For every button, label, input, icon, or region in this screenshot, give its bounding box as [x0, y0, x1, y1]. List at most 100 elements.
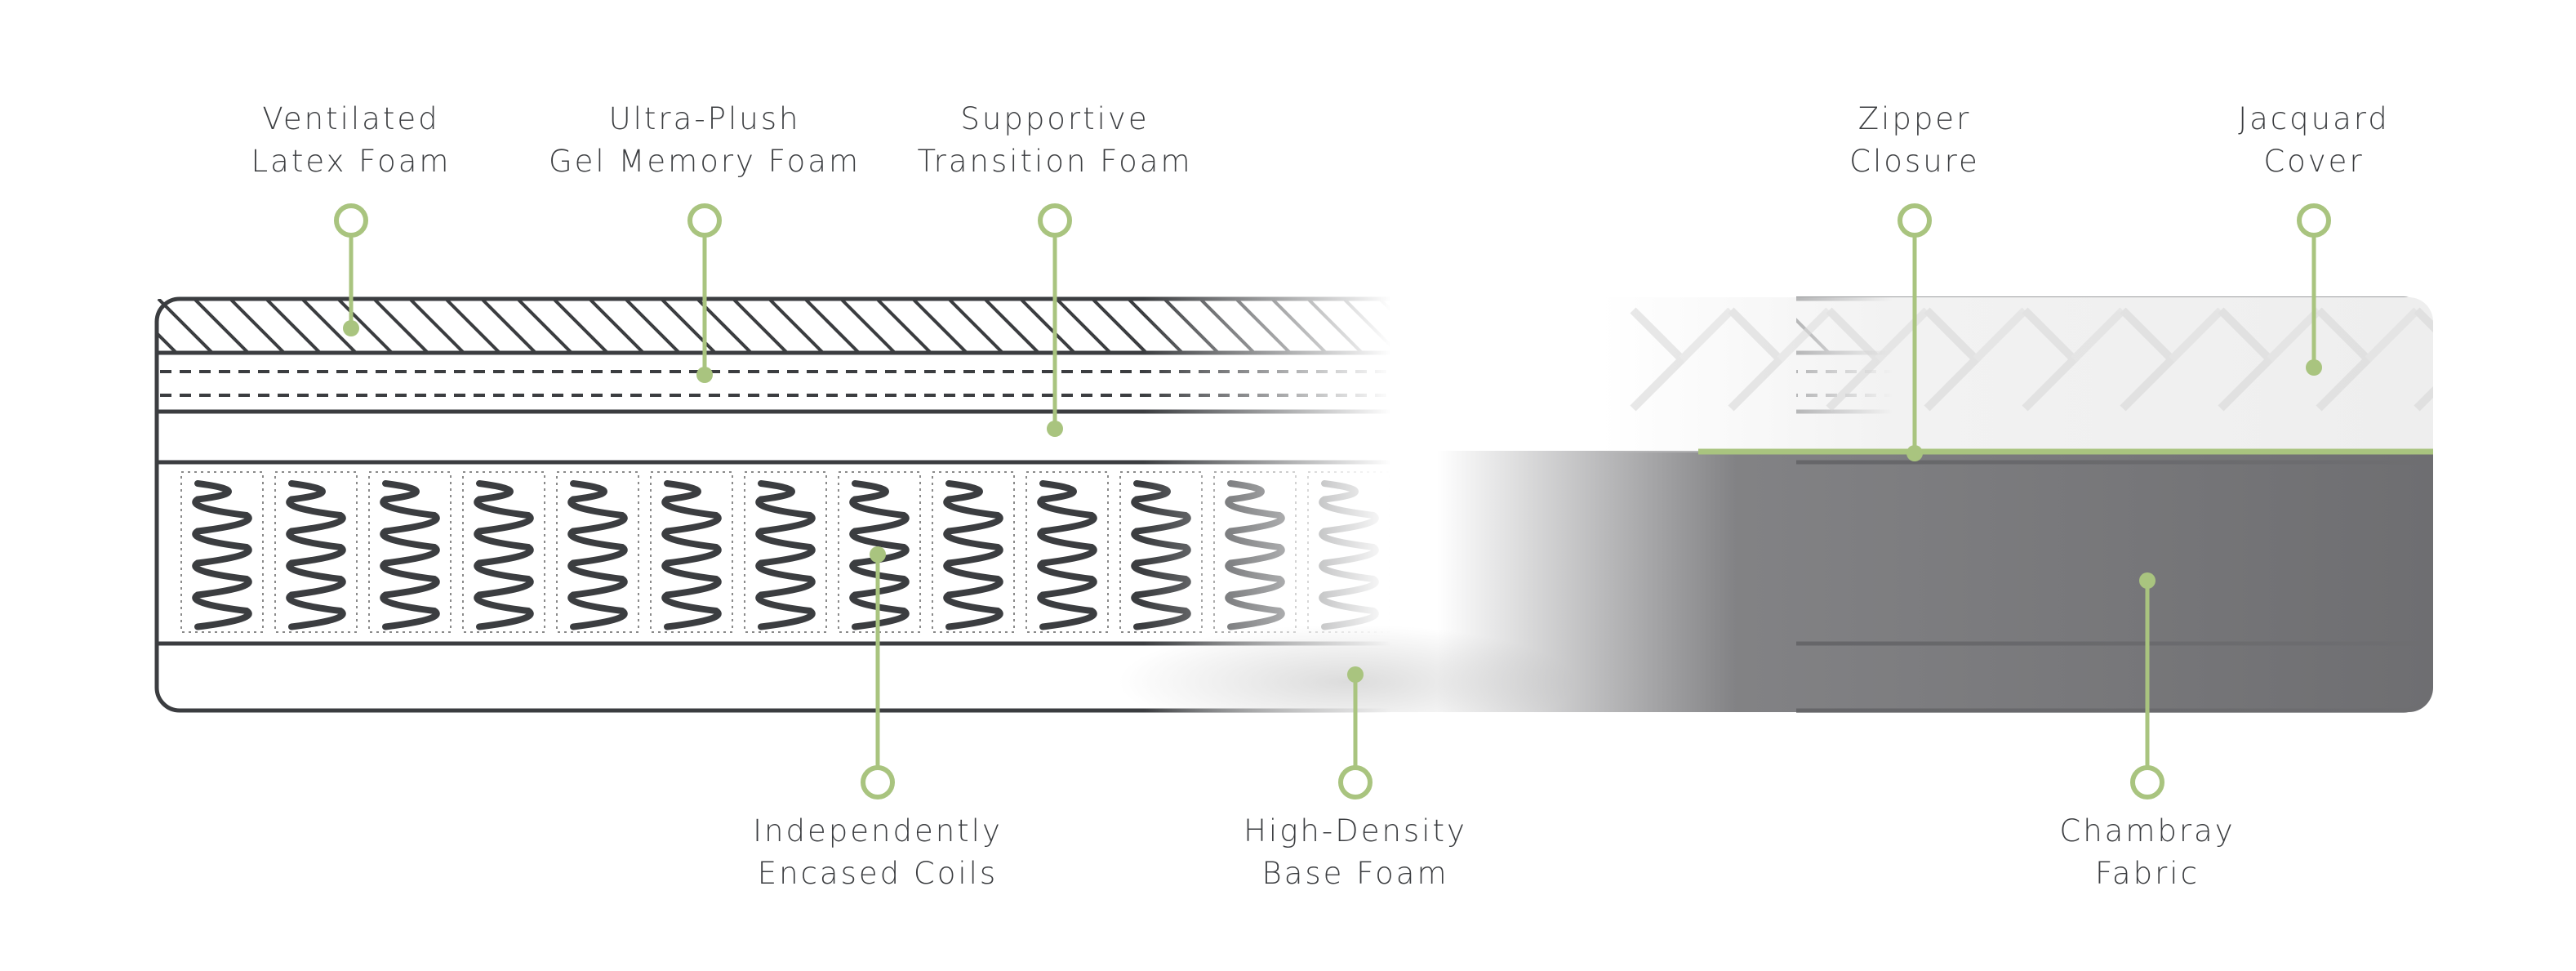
- hatch-stroke: [336, 299, 394, 353]
- hatch-stroke: [732, 299, 789, 353]
- callout-coils-dot: [870, 546, 886, 563]
- label-line: Zipper: [1857, 101, 1972, 136]
- hatch-stroke: [875, 299, 932, 353]
- label-base-foam: High-Density Base Foam: [1143, 810, 1568, 895]
- callout-fabric-ring: [2130, 765, 2164, 800]
- hatch-stroke: [588, 299, 645, 353]
- callout-gel-ring: [687, 203, 722, 238]
- label-line: Ultra-Plush: [608, 101, 801, 136]
- coil-pocket: [180, 471, 264, 633]
- hatch-stroke: [552, 299, 609, 353]
- hatch-stroke: [1055, 299, 1112, 353]
- label-gel-memory-foam: Ultra-Plush Gel Memory Foam: [492, 98, 917, 183]
- jacquard-chevron: [1777, 307, 1832, 363]
- jacquard-chevron: [2071, 307, 2126, 363]
- label-line: Chambray: [2059, 813, 2236, 849]
- coil-spring: [474, 480, 534, 630]
- callout-zipper-ring: [1898, 203, 1932, 238]
- label-line: Base Foam: [1261, 856, 1449, 891]
- coil-pocket: [556, 471, 639, 633]
- hatch-stroke: [839, 299, 896, 353]
- hatch-stroke: [767, 299, 825, 353]
- jacquard-pattern: [1630, 307, 2515, 412]
- hatch-stroke: [947, 299, 1004, 353]
- jacquard-chevron: [2365, 307, 2420, 363]
- coil-spring: [661, 480, 722, 630]
- coil-pocket: [462, 471, 545, 633]
- coil-spring: [567, 480, 628, 630]
- label-line: Gel Memory Foam: [548, 144, 861, 179]
- label-line: Cover: [2263, 144, 2365, 179]
- callout-base-dot: [1347, 666, 1364, 683]
- callout-lines: [334, 203, 2331, 800]
- hatch-stroke: [624, 299, 681, 353]
- jacquard-chevron: [1679, 307, 1734, 363]
- hatch-stroke: [516, 299, 573, 353]
- hatch-stroke: [983, 299, 1040, 353]
- coil-spring: [1037, 480, 1097, 630]
- coil-spring: [286, 480, 346, 630]
- coil-spring: [380, 480, 440, 630]
- callout-coils-ring: [861, 765, 895, 800]
- label-encased-coils: Independently Encased Coils: [665, 810, 1090, 895]
- coil-pocket: [744, 471, 827, 633]
- coil-spring: [943, 480, 1003, 630]
- mattress-render: [1119, 297, 2515, 712]
- hatch-stroke: [911, 299, 968, 353]
- label-transition-foam: Supportive Transition Foam: [843, 98, 1267, 183]
- coil-pocket: [1026, 471, 1109, 633]
- coil-pocket: [274, 471, 358, 633]
- callout-zipper-dot: [1906, 445, 1923, 461]
- callout-cover-ring: [2297, 203, 2331, 238]
- callout-transition-dot: [1047, 421, 1063, 437]
- coil-spring: [849, 480, 910, 630]
- callout-latex-ring: [334, 203, 368, 238]
- label-line: Latex Foam: [251, 144, 452, 179]
- callout-base-ring: [1338, 765, 1373, 800]
- callout-gel-dot: [696, 367, 713, 383]
- hatch-stroke: [480, 299, 537, 353]
- label-line: Encased Coils: [757, 856, 999, 891]
- hatch-stroke: [157, 299, 214, 353]
- coil-pocket: [368, 471, 452, 633]
- hatch-stroke: [157, 331, 178, 353]
- jacquard-chevron: [2466, 310, 2515, 359]
- hatch-stroke: [803, 299, 861, 353]
- callout-latex-dot: [343, 320, 359, 336]
- label-line: Supportive: [960, 101, 1150, 136]
- hatch-stroke: [444, 299, 501, 353]
- jacquard-chevron: [1875, 307, 1930, 363]
- label-line: Independently: [753, 813, 1003, 849]
- callout-transition-ring: [1038, 203, 1072, 238]
- hatch-stroke: [408, 299, 465, 353]
- hatch-stroke: [300, 299, 358, 353]
- coil-pocket: [932, 471, 1015, 633]
- label-chambray-fabric: Chambray Fabric: [1935, 810, 2360, 895]
- hatch-stroke: [193, 299, 250, 353]
- coil-pocket: [650, 471, 733, 633]
- jacquard-chevron: [2169, 307, 2224, 363]
- hatch-stroke: [1091, 299, 1148, 353]
- label-line: Fabric: [2095, 856, 2200, 891]
- callout-fabric-dot: [2139, 572, 2156, 589]
- chambray-fabric-panel: [1437, 451, 2433, 712]
- label-line: Closure: [1849, 144, 1980, 179]
- callout-cover-dot: [2306, 359, 2322, 376]
- hatch-stroke: [265, 299, 322, 353]
- jacquard-chevron: [2267, 307, 2322, 363]
- coil-spring: [192, 480, 252, 630]
- coil-spring: [755, 480, 816, 630]
- label-line: Ventilated: [262, 101, 440, 136]
- label-jacquard-cover: Jacquard Cover: [2102, 98, 2526, 183]
- hatch-stroke: [229, 299, 286, 353]
- label-line: Transition Foam: [917, 144, 1193, 179]
- hatch-stroke: [1019, 299, 1076, 353]
- label-ventilated-latex-foam: Ventilated Latex Foam: [139, 98, 563, 183]
- hatch-stroke: [372, 299, 429, 353]
- label-line: Jacquard: [2238, 101, 2390, 136]
- label-zipper-closure: Zipper Closure: [1702, 98, 2127, 183]
- jacquard-chevron: [1973, 307, 2028, 363]
- label-line: High-Density: [1244, 813, 1467, 849]
